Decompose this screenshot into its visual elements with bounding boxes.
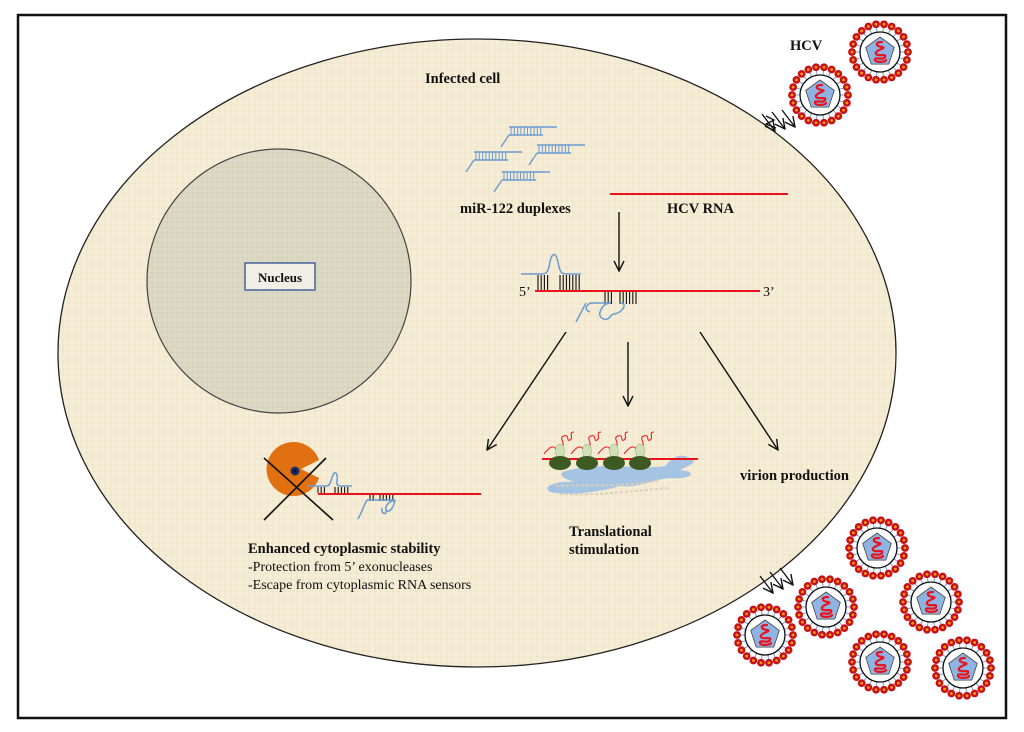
hcv-virion-icon bbox=[931, 636, 995, 700]
ribosome-large-subunit bbox=[549, 456, 571, 470]
mirna-duplex bbox=[528, 144, 585, 166]
nucleus-label: Nucleus bbox=[258, 270, 302, 285]
mirna-lower bbox=[575, 302, 625, 323]
mirna-duplex bbox=[500, 126, 557, 148]
five-prime-label: 5’ bbox=[519, 285, 531, 300]
hcv-virion-icon bbox=[848, 20, 912, 84]
three-prime-label: 3’ bbox=[763, 285, 775, 300]
mirna-duplex bbox=[493, 171, 550, 193]
exonuclease-blocked bbox=[263, 441, 334, 521]
arrow-stability bbox=[487, 331, 567, 450]
translation-title-line1: Translational bbox=[569, 524, 652, 540]
ribosome-small-subunit bbox=[582, 443, 592, 459]
stability-point-2: -Escape from cytoplasmic RNA sensors bbox=[248, 578, 471, 593]
hcv-virion-icon bbox=[733, 603, 797, 667]
ribosome-small-subunit bbox=[609, 443, 619, 459]
mir122-duplexes bbox=[465, 126, 585, 193]
hcv-virion-icon bbox=[794, 575, 858, 639]
hcv-virions bbox=[733, 20, 995, 700]
cell-title: Infected cell bbox=[425, 71, 500, 87]
virion-production-label: virion production bbox=[740, 468, 849, 484]
stability-rna-complex bbox=[307, 472, 481, 520]
complex-base-pairs bbox=[537, 275, 637, 304]
ribosome-large-subunit bbox=[629, 456, 651, 470]
ribosome-small-subunit bbox=[555, 443, 565, 459]
translation-title-line2: stimulation bbox=[569, 542, 639, 558]
arrow-virion-production bbox=[699, 331, 778, 450]
hcv-rna-label: HCV RNA bbox=[667, 201, 735, 217]
endoplasmic-reticulum bbox=[547, 455, 694, 494]
hcv-virion-icon bbox=[848, 630, 912, 694]
mirna-label: miR-122 duplexes bbox=[460, 201, 571, 217]
cross-line-2 bbox=[263, 457, 327, 521]
translation-er-ribosomes bbox=[542, 431, 698, 496]
entry-arrows bbox=[761, 109, 795, 131]
hcv-virion-icon bbox=[788, 63, 852, 127]
ribosome-large-subunit bbox=[603, 456, 625, 470]
stability-point-1: -Protection from 5’ exonucleases bbox=[248, 560, 432, 575]
ribosome-small-subunit bbox=[635, 443, 645, 459]
exit-arrows bbox=[759, 567, 793, 593]
rna-mir122-complex: 5’ 3’ bbox=[519, 253, 775, 323]
hcv-label: HCV bbox=[790, 38, 823, 54]
hcv-virion-icon bbox=[845, 516, 909, 580]
stability-title: Enhanced cytoplasmic stability bbox=[248, 541, 441, 557]
nucleus-label-box bbox=[244, 262, 316, 291]
ribosome-large-subunit bbox=[576, 456, 598, 470]
mirna-upper bbox=[521, 253, 581, 275]
hcv-virion-icon bbox=[899, 570, 963, 634]
mirna-duplex bbox=[465, 151, 522, 173]
cross-line-1 bbox=[263, 457, 334, 521]
